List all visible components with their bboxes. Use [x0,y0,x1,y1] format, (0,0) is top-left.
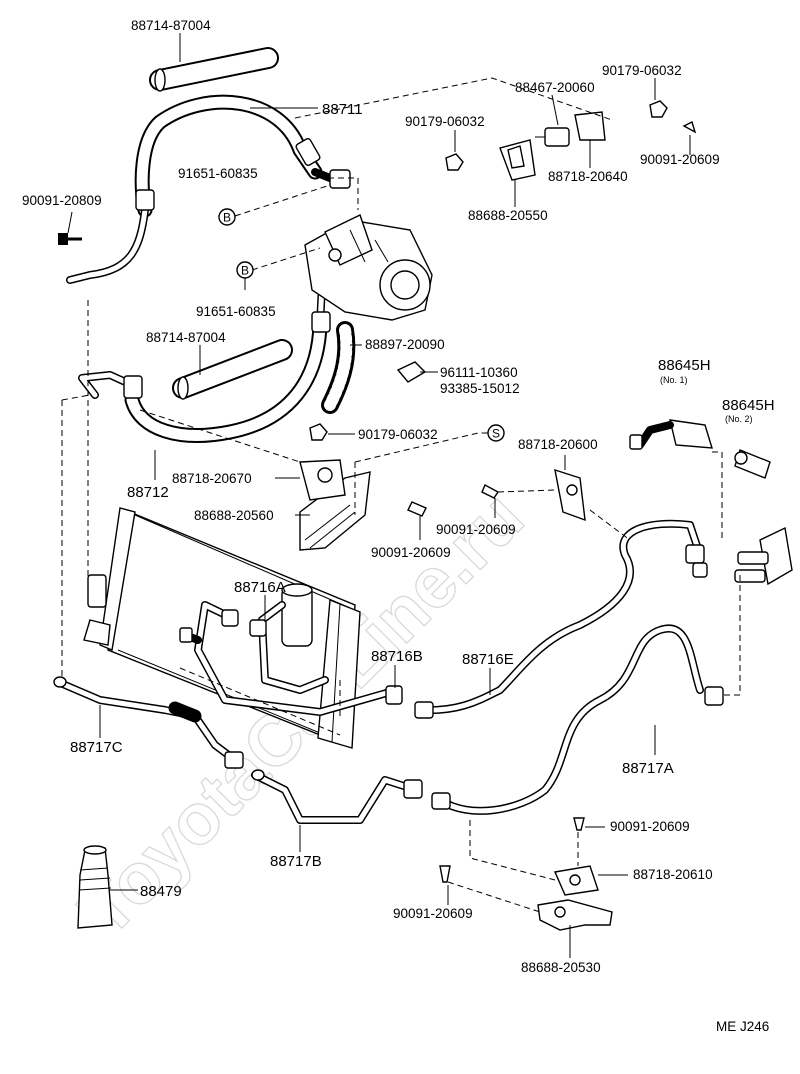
expansion-fitting[interactable] [734,526,793,586]
label-88714-87004-mid: 88714-87004 [146,330,226,345]
label-90091-20809: 90091-20809 [22,193,102,208]
bolt-90091-20609-c[interactable] [573,817,585,831]
label-88479: 88479 [140,883,182,900]
label-88711: 88711 [322,101,363,118]
valve-88467-20060[interactable] [535,127,570,147]
label-90179-06032-low: 90179-06032 [358,427,438,442]
pressure-switch-88645H-no2[interactable] [734,449,771,479]
label-88716B: 88716B [371,648,423,665]
bracket-88688-20550[interactable] [499,139,536,181]
tube-88716E[interactable] [414,519,708,719]
tube-88717C[interactable] [53,676,244,769]
leader-lines [67,33,691,958]
label-93385-15012: 93385-15012 [440,381,520,396]
label-88897-20090: 88897-20090 [365,337,445,352]
clamp-88718-20610[interactable] [554,865,599,896]
tube-88717B[interactable] [251,769,423,824]
svg-text:B: B [223,211,231,225]
bolt-90091-20609-tr[interactable] [682,121,697,134]
dashed-guides [61,77,741,913]
label-90091-20609-d: 90091-20609 [393,906,473,921]
label-88645H-no2: 88645H [722,397,775,414]
sleeve-88714-87004-mid[interactable] [172,339,293,400]
bracket-88688-20530[interactable] [537,899,613,931]
label-88645H-no1-sub: (No. 1) [660,375,688,385]
label-88718-20640: 88718-20640 [548,169,628,184]
label-96111-10360: 96111-10360 [440,365,518,380]
hose-88711[interactable] [66,94,351,284]
bracket-88688-20560[interactable] [299,471,371,551]
clamp-88718-20600[interactable] [554,468,586,522]
ref-mark-b-top: B [218,208,236,226]
label-90091-20609-a: 90091-20609 [436,522,516,537]
label-88716E: 88716E [462,651,514,668]
label-91651-60835-top: 91651-60835 [178,166,258,181]
label-88718-20610: 88718-20610 [633,867,713,882]
label-90179-06032-right: 90179-06032 [602,63,682,78]
boot-88479[interactable] [77,845,113,929]
label-88717B: 88717B [270,853,322,870]
bolt-90091-20809[interactable] [58,233,82,245]
nut-90179-06032-right[interactable] [649,100,668,118]
diagram-code: ME J246 [716,1019,769,1034]
label-88688-20560: 88688-20560 [194,508,274,523]
label-90091-20609-b: 90091-20609 [371,545,451,560]
label-88688-20550: 88688-20550 [468,208,548,223]
clamp-88718-20640[interactable] [574,111,606,141]
bolt-90091-20609-b[interactable] [407,501,427,517]
label-90091-20609-tr: 90091-20609 [640,152,720,167]
label-88717C: 88717C [70,739,123,756]
label-88712: 88712 [127,484,169,501]
hose-88897-20090[interactable] [321,321,356,414]
clamp-88718-20670[interactable] [299,459,346,501]
callout-labels: 88714-87004 88711 88467-20060 90179-0603… [22,18,775,1034]
label-88718-20600: 88718-20600 [518,437,598,452]
compressor[interactable] [304,214,433,321]
label-88645H-no1: 88645H [658,357,711,374]
hose-88712[interactable] [78,251,332,443]
svg-text:B: B [241,264,249,278]
label-88467-20060: 88467-20060 [515,80,595,95]
ref-mark-s: S [487,424,505,442]
label-88718-20670: 88718-20670 [172,471,252,486]
label-88645H-no2-sub: (No. 2) [725,414,753,424]
label-88714-87004-top: 88714-87004 [131,18,211,33]
bolt-90091-20609-d[interactable] [439,865,451,883]
bolt-90091-20609-a[interactable] [481,484,500,499]
label-90091-20609-c: 90091-20609 [610,819,690,834]
nut-90179-06032-mid[interactable] [445,153,464,171]
label-88716A: 88716A [234,579,286,596]
tube-88716B[interactable] [385,685,403,705]
tube-88717A[interactable] [431,624,724,815]
label-90179-06032-mid: 90179-06032 [405,114,485,129]
svg-text:S: S [492,427,500,441]
nut-90179-06032-low[interactable] [309,423,328,441]
receiver-dryer[interactable] [258,583,329,694]
tube-88716A[interactable] [179,601,394,716]
label-88688-20530: 88688-20530 [521,960,601,975]
ref-mark-b-bot: B [236,261,254,279]
sleeve-88714-87004-top[interactable] [149,47,279,92]
label-91651-60835-bot: 91651-60835 [196,304,276,319]
label-88717A: 88717A [622,760,674,777]
pressure-switch-88645H-no1[interactable] [629,419,713,450]
